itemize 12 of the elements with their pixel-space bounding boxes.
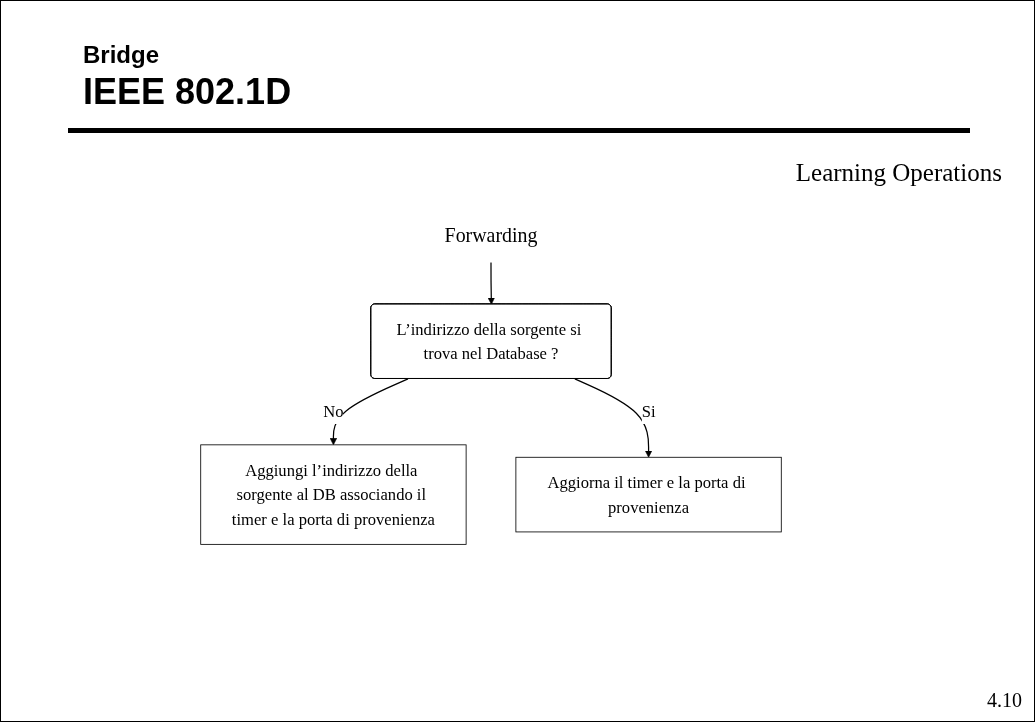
arrow (329, 378, 409, 446)
edge-label: No (323, 402, 344, 421)
section-heading: Learning Operations (795, 159, 1002, 187)
arrow (487, 261, 495, 305)
slide-heading: Bridge (83, 41, 159, 69)
node-text: Forwarding (444, 224, 538, 246)
page-number: 4.10 (987, 689, 1022, 712)
slide-title: IEEE 802.1D (83, 71, 292, 113)
node-box: Aggiungi l’indirizzo della sorgente al DB associando il timer e la porta di provenienza (200, 444, 467, 545)
arrow (574, 378, 653, 458)
node-box: Aggiorna il timer e la porta di provenienza (515, 456, 782, 533)
edge-label: Si (641, 402, 656, 421)
